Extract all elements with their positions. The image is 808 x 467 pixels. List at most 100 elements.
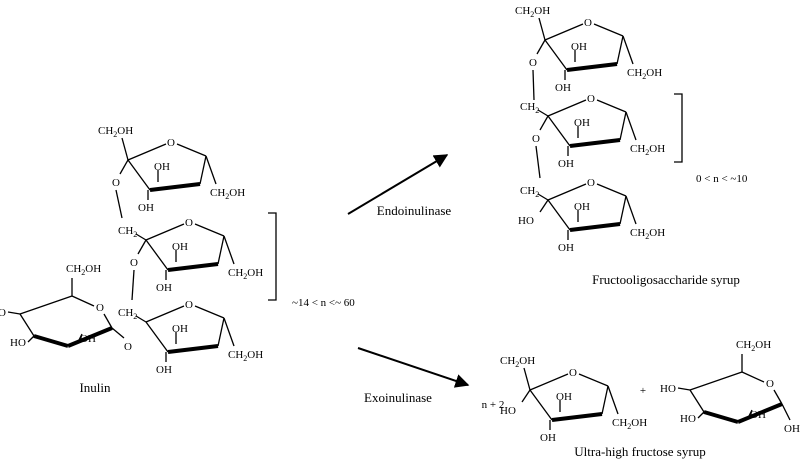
ring-bond [176, 143, 207, 157]
c1-ch2: CH2 [118, 307, 137, 321]
c1-bond [537, 193, 549, 201]
c1-ch2: CH2 [118, 225, 137, 239]
c6-ch2oh: CH2OH [627, 67, 662, 81]
c3-ho: HO [10, 337, 26, 349]
glycosidic-bond [536, 39, 546, 55]
ch2oh-bond [223, 235, 235, 265]
c1-ch2: CH2 [520, 101, 539, 115]
ring-bond [71, 295, 95, 307]
c3-oh: OH [154, 161, 170, 173]
ring-oxygen: O [766, 378, 774, 390]
exo-arrow [357, 347, 470, 388]
ring-oxygen: O [96, 302, 104, 314]
c6-ch2oh: CH2OH [228, 267, 263, 281]
c3-oh: OH [172, 323, 188, 335]
ring-bond-bold [33, 334, 69, 348]
ring-bond [773, 389, 783, 405]
c2-ho: HO [500, 405, 516, 417]
oh-bond [521, 389, 531, 403]
inulin-bracket [268, 212, 277, 301]
uhfs-glucose: O CH2OH HO HO OH OH [660, 339, 800, 435]
ring-bond [529, 389, 553, 421]
glycosidic-oxygen: O [532, 133, 540, 145]
ring-bond-bold [167, 262, 219, 272]
c4-ho: HO [0, 307, 6, 319]
ring-bond [544, 23, 584, 41]
fos-range-label: 0 < n < ~10 [696, 173, 748, 185]
c6-ch2oh: CH2OH [66, 263, 101, 277]
ring-bond [547, 115, 571, 147]
ch2oh-bond [607, 385, 619, 415]
ring-bond [194, 305, 225, 319]
ring-bond-bold [703, 410, 739, 424]
c3-oh: OH [571, 41, 587, 53]
ring-bond [194, 223, 225, 237]
ring-bond [19, 313, 35, 337]
oh-bond [781, 403, 791, 421]
ring-bond-bold [551, 412, 603, 422]
c1-oh: OH [784, 423, 800, 435]
ring-bond-bold [149, 182, 201, 192]
ch2oh-bond [205, 155, 217, 185]
ch2oh-bond [625, 195, 637, 225]
c6-ch2oh: CH2OH [612, 417, 647, 431]
ring-bond [616, 35, 624, 65]
ring-bond-bold [569, 222, 621, 232]
c2-oh: OH [80, 333, 96, 345]
fos-syrup-label: Fructooligosaccharide syrup [592, 272, 740, 287]
inulin-label: Inulin [79, 380, 111, 395]
c3-oh: OH [172, 241, 188, 253]
ring-oxygen: O [584, 17, 592, 29]
oh-bond [677, 387, 691, 391]
ring-bond [145, 305, 185, 323]
c3-oh-down: OH [558, 242, 574, 254]
ring-oxygen: O [185, 217, 193, 229]
c2-oh: OH [750, 409, 766, 421]
c4-ho: HO [660, 383, 676, 395]
stoichiometry-label: n + 2 [482, 399, 505, 411]
ch2oh-bond [223, 317, 235, 347]
glycosidic-oxygen: O [529, 57, 537, 69]
endoinulinase-label: Endoinulinase [377, 203, 452, 218]
ring-bond [547, 199, 571, 231]
c6-ch2oh: CH2OH [736, 339, 771, 353]
ring-bond [741, 371, 765, 383]
oh-bond [747, 409, 753, 419]
oh-bond [77, 333, 83, 343]
ring-bond [103, 313, 113, 329]
ring-bond-bold [569, 138, 621, 148]
c1-ch2oh: CH2OH [515, 5, 550, 19]
ring-bond [145, 321, 169, 353]
oh-bond [697, 411, 705, 419]
c6-ch2oh: CH2OH [210, 187, 245, 201]
oh-bond [7, 311, 21, 315]
ring-bond [217, 235, 225, 265]
inulin-range-label: ~14 < n <~ 60 [292, 297, 355, 309]
oh-bond [539, 199, 549, 213]
ring-bond [547, 183, 587, 201]
c6-ch2oh: CH2OH [630, 143, 665, 157]
chain-bond [535, 145, 541, 179]
ring-oxygen: O [569, 367, 577, 379]
chain-bond [115, 189, 123, 219]
ring-bond [544, 39, 568, 71]
c3-ho: HO [680, 413, 696, 425]
ring-bond [596, 183, 627, 197]
ring-oxygen: O [587, 93, 595, 105]
ring-bond [19, 295, 73, 315]
glycosidic-oxygen: O [112, 177, 120, 189]
exoinulinase-label: Exoinulinase [364, 390, 432, 405]
c3-oh: OH [574, 201, 590, 213]
c1-bond [523, 367, 531, 391]
ring-bond [547, 99, 587, 117]
c1-bond [121, 137, 129, 161]
ring-bond-bold [737, 402, 783, 424]
chain-bond [131, 269, 135, 301]
ring-bond [619, 195, 627, 225]
